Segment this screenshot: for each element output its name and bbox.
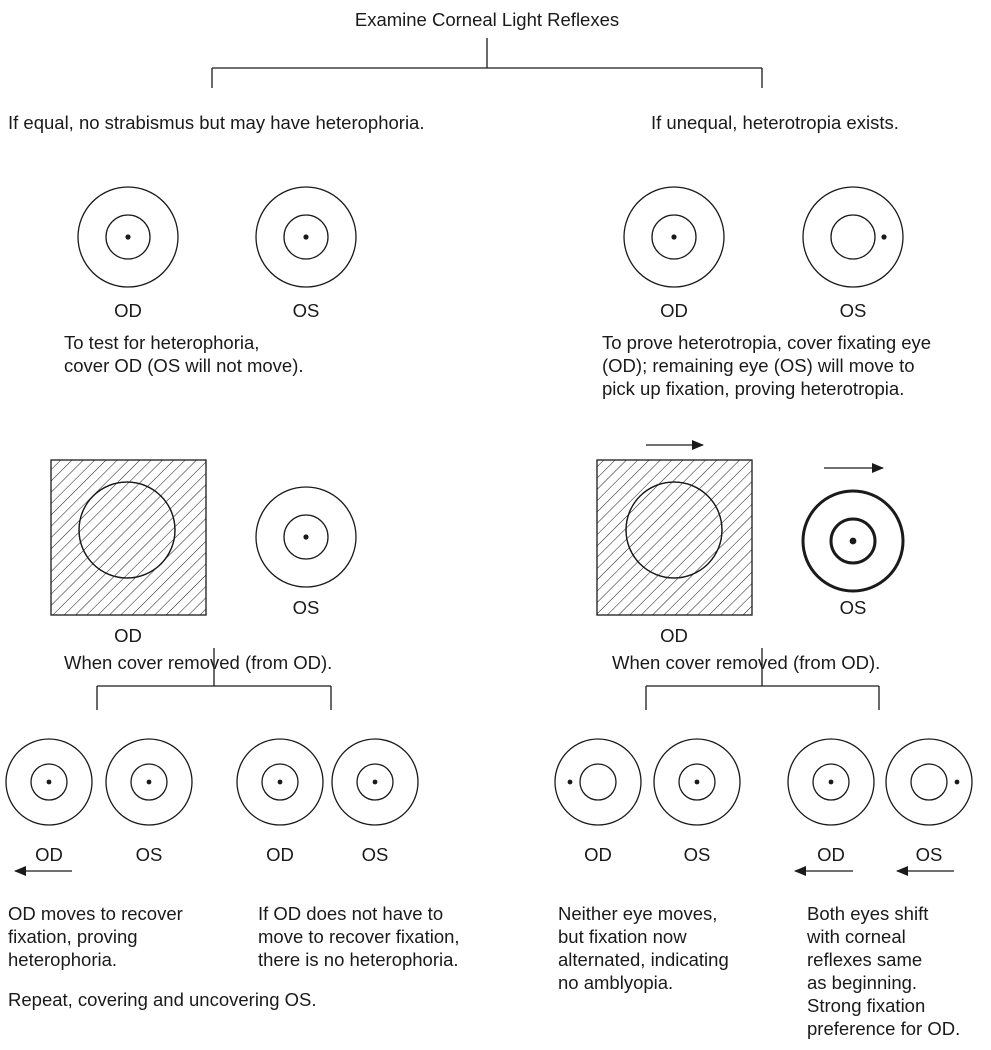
- eye-left-os-4: [331, 738, 419, 826]
- note-outcome-both-shift: Both eyes shift with corneal reflexes sa…: [807, 903, 961, 1039]
- label-os: OS: [292, 597, 320, 618]
- left-cover-removed-connector: [96, 648, 332, 710]
- reflex-dot: [125, 234, 131, 240]
- note-outcome-od-moves: OD moves to recover fixation, proving he…: [8, 903, 183, 970]
- eye-left-od-3: [5, 738, 93, 826]
- reflex-dot: [277, 779, 283, 785]
- reflex-dot: [954, 779, 960, 785]
- label-od: OD: [660, 625, 688, 646]
- eye-right-os-4: [885, 738, 973, 826]
- label-od: OD: [35, 844, 63, 865]
- reflex-dot: [849, 537, 857, 545]
- reflex-dot: [303, 534, 309, 540]
- reflex-dot: [372, 779, 378, 785]
- label-os: OS: [839, 300, 867, 321]
- branch-left-label: If equal, no strabismus but may have het…: [8, 112, 425, 133]
- eye-left-od-1: [77, 186, 179, 288]
- note-outcome-no-heterophoria: If OD does not have to move to recover f…: [258, 903, 460, 970]
- label-os: OS: [915, 844, 943, 865]
- eye-right-os-3: [653, 738, 741, 826]
- reflex-dot: [303, 234, 309, 240]
- label-os: OS: [135, 844, 163, 865]
- label-od: OD: [114, 625, 142, 646]
- cover-occluder-right: [596, 459, 753, 616]
- note-outcome-neither-moves: Neither eye moves, but fixation now alte…: [558, 903, 729, 993]
- label-od: OD: [114, 300, 142, 321]
- note-repeat: Repeat, covering and uncovering OS.: [8, 989, 317, 1010]
- reflex-dot: [567, 779, 573, 785]
- right-cover-removed-connector: [645, 648, 880, 710]
- label-os: OS: [292, 300, 320, 321]
- reflex-dot: [828, 779, 834, 785]
- label-od: OD: [817, 844, 845, 865]
- eye-left-od-4: [236, 738, 324, 826]
- top-branch-connector: [211, 38, 763, 88]
- label-od: OD: [584, 844, 612, 865]
- eye-left-os-2: [255, 486, 357, 588]
- eye-left-os-3: [105, 738, 193, 826]
- note-left-cover-removed: When cover removed (from OD).: [64, 652, 333, 673]
- eye-right-os-1: [802, 186, 904, 288]
- note-right-test: To prove heterotropia, cover fixating ey…: [602, 332, 932, 399]
- note-right-cover-removed: When cover removed (from OD).: [612, 652, 881, 673]
- label-os: OS: [361, 844, 389, 865]
- reflex-dot: [46, 779, 52, 785]
- eye-right-os-2: [801, 489, 905, 593]
- label-od: OD: [266, 844, 294, 865]
- branch-right-label: If unequal, heterotropia exists.: [651, 112, 899, 133]
- label-os: OS: [683, 844, 711, 865]
- eye-right-od-1: [623, 186, 725, 288]
- diagram-title: Examine Corneal Light Reflexes: [354, 9, 620, 30]
- reflex-dot: [146, 779, 152, 785]
- reflex-dot: [694, 779, 700, 785]
- reflex-dot: [881, 234, 887, 240]
- cover-occluder-left: [50, 459, 207, 616]
- eye-left-os-1: [255, 186, 357, 288]
- label-os: OS: [839, 597, 867, 618]
- reflex-dot: [671, 234, 677, 240]
- eye-right-od-3: [554, 738, 642, 826]
- note-left-test: To test for heterophoria, cover OD (OS w…: [64, 332, 304, 376]
- label-od: OD: [660, 300, 688, 321]
- eye-right-od-4: [787, 738, 875, 826]
